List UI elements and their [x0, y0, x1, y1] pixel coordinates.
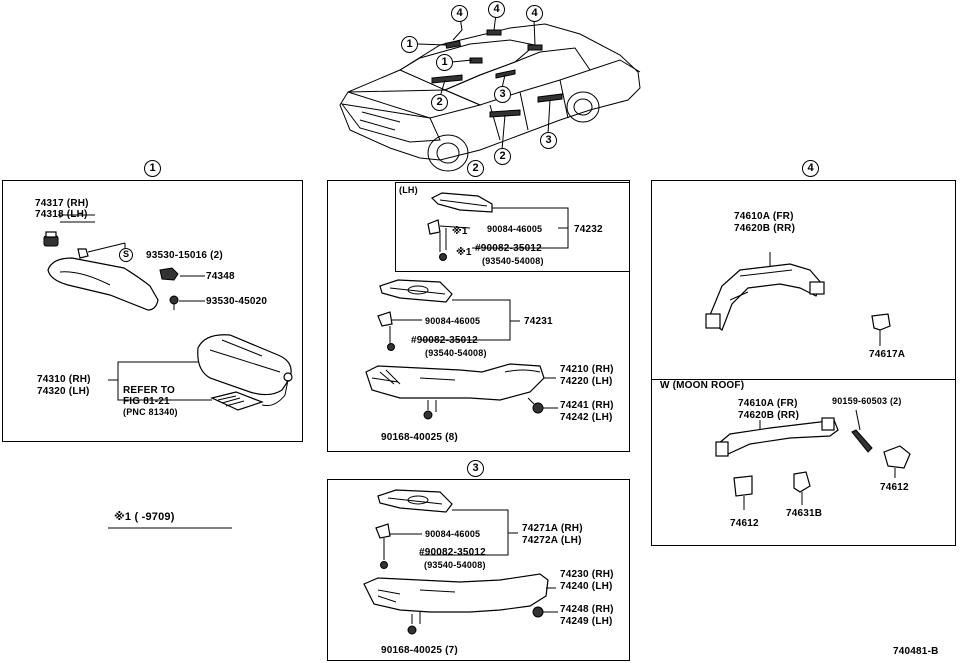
label-holder: 74348	[206, 271, 235, 282]
label-plug-lh: 74242 (LH)	[560, 412, 613, 423]
label-plug-rh: 74248 (RH)	[560, 604, 614, 615]
diagram-code: 740481-B	[893, 646, 939, 657]
panel-4-box	[651, 180, 956, 546]
panel-1-box	[2, 180, 303, 442]
label-screw-b: 90084-46005	[425, 316, 481, 326]
panel-2-lh-box	[395, 182, 630, 272]
label-cover-rh: 74271A (RH)	[522, 523, 583, 534]
label-nut-b-alt: (93540-54008)	[425, 348, 487, 358]
car-marker-2: 2	[494, 148, 511, 165]
label-screw-1: 93530-15016 (2)	[146, 250, 223, 261]
car-marker-4: 4	[488, 1, 505, 18]
car-marker-4: 4	[526, 5, 543, 22]
panel-4-art	[705, 252, 911, 510]
label-visor-clip-rh: 74317 (RH)	[35, 198, 89, 209]
label-grip-rh: 74230 (RH)	[560, 569, 614, 580]
label-cover-screw: 90084-46005	[487, 224, 543, 234]
label-plug-rh: 74241 (RH)	[560, 400, 614, 411]
panel-2-art	[365, 192, 569, 420]
car-marker-2: 2	[431, 94, 448, 111]
label-grip2-fr: 74610A (FR)	[738, 398, 798, 409]
panel-2-box	[327, 180, 630, 452]
label-visor-lh: 74320 (LH)	[37, 386, 90, 397]
panel-3-box	[327, 479, 630, 661]
label-grip-rr: 74620B (RR)	[734, 223, 796, 234]
panel-1-art	[43, 214, 293, 411]
label-nut: #90082-35012	[475, 243, 542, 254]
label-mark-1: ※1	[452, 226, 468, 237]
label-grip-rh: 74210 (RH)	[560, 364, 614, 375]
label-nut-b: #90082-35012	[411, 335, 478, 346]
car-marker-3: 3	[540, 132, 557, 149]
label-refer-2: FIG 81-21	[123, 396, 170, 407]
label-screw-2: 93530-45020	[206, 296, 268, 307]
car-illustration	[339, 13, 641, 172]
label-cap: 74612	[880, 482, 909, 493]
label-mark-1b: ※1	[456, 247, 472, 258]
section-callout-1: 1	[144, 160, 161, 177]
car-marker-4: 4	[451, 5, 468, 22]
label-clip: 74617A	[869, 349, 906, 360]
label-visor-rh: 74310 (RH)	[37, 374, 91, 385]
label-plug-lh: 74249 (LH)	[560, 616, 613, 627]
panel-4-divider	[651, 379, 956, 380]
label-cover-lh: 74272A (LH)	[522, 535, 582, 546]
label-moon-roof: W (MOON ROOF)	[660, 380, 745, 391]
s-mark: S	[119, 248, 133, 262]
label-cap-2: 74612	[730, 518, 759, 529]
label-cover-74231: 74231	[524, 316, 553, 327]
label-refer-1: REFER TO	[123, 385, 175, 396]
label-grip2-rr: 74620B (RR)	[738, 410, 800, 421]
section-callout-2: 2	[467, 160, 484, 177]
note-text: ※1 ( -9709)	[114, 511, 175, 523]
label-nut-alt: (93540-54008)	[482, 256, 544, 266]
label-nut-alt: (93540-54008)	[424, 560, 486, 570]
label-visor-clip-lh: 74318 (LH)	[35, 209, 88, 220]
section-callout-4: 4	[802, 160, 819, 177]
car-marker-1: 1	[401, 36, 418, 53]
label-lh: (LH)	[399, 185, 418, 195]
label-cover-74232: 74232	[574, 224, 603, 235]
section-callout-3: 3	[467, 460, 484, 477]
label-screw-bottom: 90168-40025 (7)	[381, 645, 458, 656]
panel-3-art	[363, 489, 558, 635]
label-clip-2: 74631B	[786, 508, 823, 519]
label-grip-lh: 74240 (LH)	[560, 581, 613, 592]
label-screw: 90084-46005	[425, 529, 481, 539]
label-grip-fr: 74610A (FR)	[734, 211, 794, 222]
label-bolt: 90159-60503 (2)	[832, 396, 902, 406]
car-marker-3: 3	[494, 86, 511, 103]
car-marker-1: 1	[436, 54, 453, 71]
label-nut: #90082-35012	[419, 547, 486, 558]
label-screw-bottom: 90168-40025 (8)	[381, 432, 458, 443]
label-refer-3: (PNC 81340)	[123, 407, 178, 417]
label-grip-lh: 74220 (LH)	[560, 376, 613, 387]
